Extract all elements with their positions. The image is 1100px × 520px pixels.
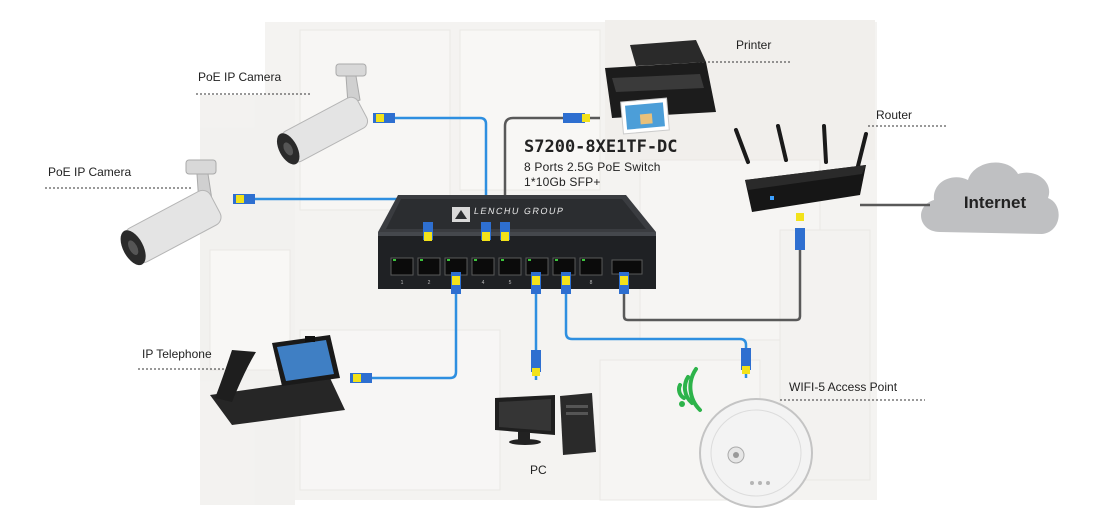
svg-text:4: 4 [482, 280, 485, 286]
label-internet: Internet [963, 193, 1027, 212]
internet-cloud [921, 162, 1059, 234]
ip-telephone [210, 335, 345, 425]
label-leader-lines [45, 61, 948, 401]
svg-text:5: 5 [509, 280, 512, 286]
switch-brand-label: LENCHU GROUP [473, 206, 566, 216]
port-leds [393, 259, 585, 261]
label-camera-top: PoE IP Camera [198, 70, 282, 84]
label-router: Router [876, 108, 913, 122]
label-camera-left: PoE IP Camera [48, 165, 132, 179]
cable-connectors [233, 113, 805, 383]
poe-camera-left [120, 159, 222, 266]
switch-description-line2: 1*10Gb SFP+ [524, 175, 601, 189]
network-switch: 1 2 3 4 5 6 7 8 [378, 195, 656, 289]
svg-text:8: 8 [590, 280, 593, 286]
uplink-cables [503, 116, 930, 322]
printer [605, 40, 716, 135]
router [734, 124, 868, 212]
wifi-access-point [699, 398, 813, 508]
switch-description-line1: 8 Ports 2.5G PoE Switch [524, 160, 661, 174]
label-access-point: WIFI-5 Access Point [789, 380, 898, 394]
svg-text:1: 1 [401, 280, 404, 286]
poe-camera-top [276, 63, 369, 165]
label-pc: PC [530, 463, 547, 477]
label-ip-telephone: IP Telephone [142, 347, 212, 361]
switch-model-title: S7200-8XE1TF-DC [524, 137, 678, 157]
svg-text:2: 2 [428, 280, 431, 286]
pc [495, 393, 596, 455]
label-printer: Printer [736, 38, 772, 52]
wifi-icon [677, 367, 702, 412]
wifi-dot [679, 401, 685, 407]
